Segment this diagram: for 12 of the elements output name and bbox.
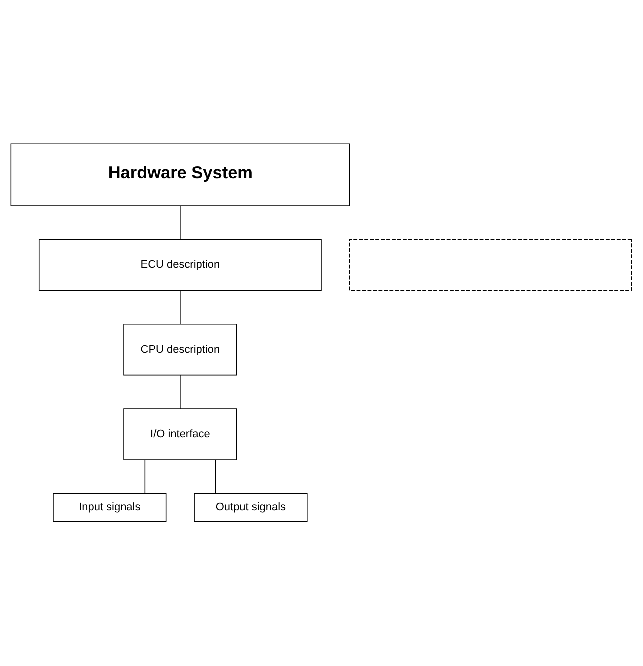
node-box: Input signals [53,493,167,522]
connector [144,460,146,494]
node-box: ECU description [38,239,322,292]
node-box: I/O interface [124,408,238,460]
node-box: CPU description [124,324,238,376]
connector [180,290,181,325]
connector [180,375,181,410]
node-box [349,239,632,292]
node-box: Output signals [194,493,308,522]
node-box: Hardware System [10,144,350,206]
connector [180,206,181,240]
connector [215,460,216,494]
